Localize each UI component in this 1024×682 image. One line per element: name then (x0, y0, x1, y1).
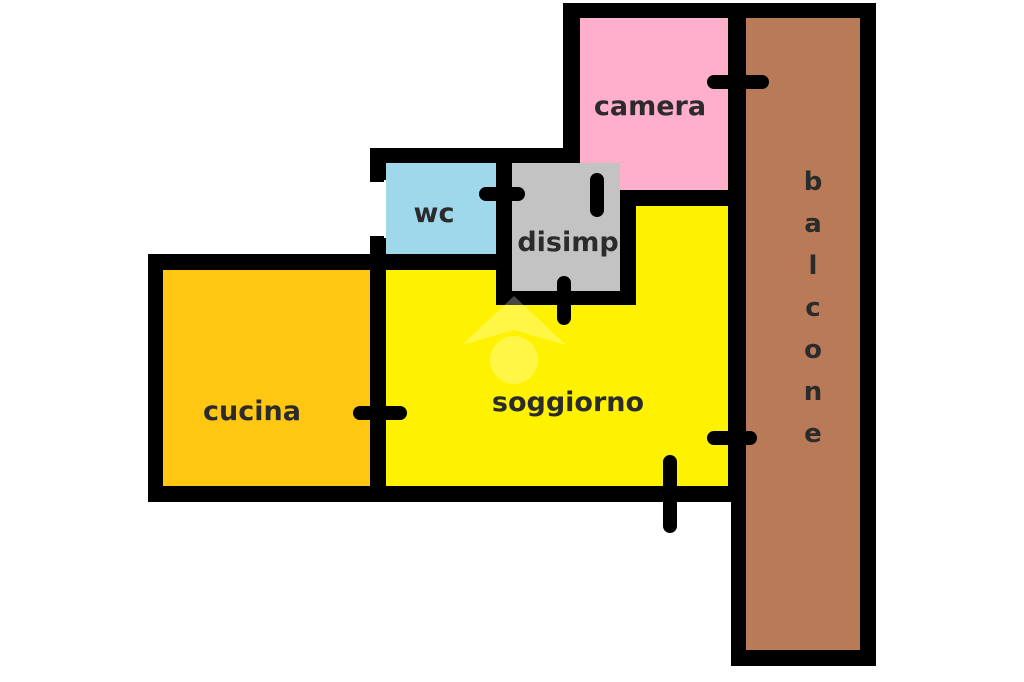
balcone-letter: c (805, 293, 820, 323)
room-wc (386, 163, 496, 254)
balcone-letter: o (804, 335, 822, 365)
label-soggiorno: soggiorno (492, 387, 644, 418)
wc-entrance-jamb-top (370, 176, 384, 182)
room-cucina (163, 270, 370, 486)
label-disimp: disimp (517, 227, 618, 258)
balcone-letter: l (809, 251, 818, 281)
house-logo-icon (462, 296, 566, 384)
doors (353, 75, 769, 533)
label-balcone: b a l c o n e (804, 167, 823, 449)
balcone-letter: e (804, 419, 822, 449)
wc-entrance-gap (368, 180, 386, 238)
label-wc: wc (414, 198, 455, 229)
balcone-letter: a (804, 209, 822, 239)
room-camera (580, 18, 728, 190)
label-cucina: cucina (203, 396, 301, 427)
balcone-letter: n (804, 377, 823, 407)
label-camera: camera (594, 91, 706, 122)
room-soggiorno (386, 206, 728, 486)
balcone-letter: b (804, 167, 823, 197)
wc-entrance-jamb-bottom (370, 236, 384, 242)
room-balcone (746, 18, 860, 650)
room-disimp-notch (512, 163, 564, 191)
